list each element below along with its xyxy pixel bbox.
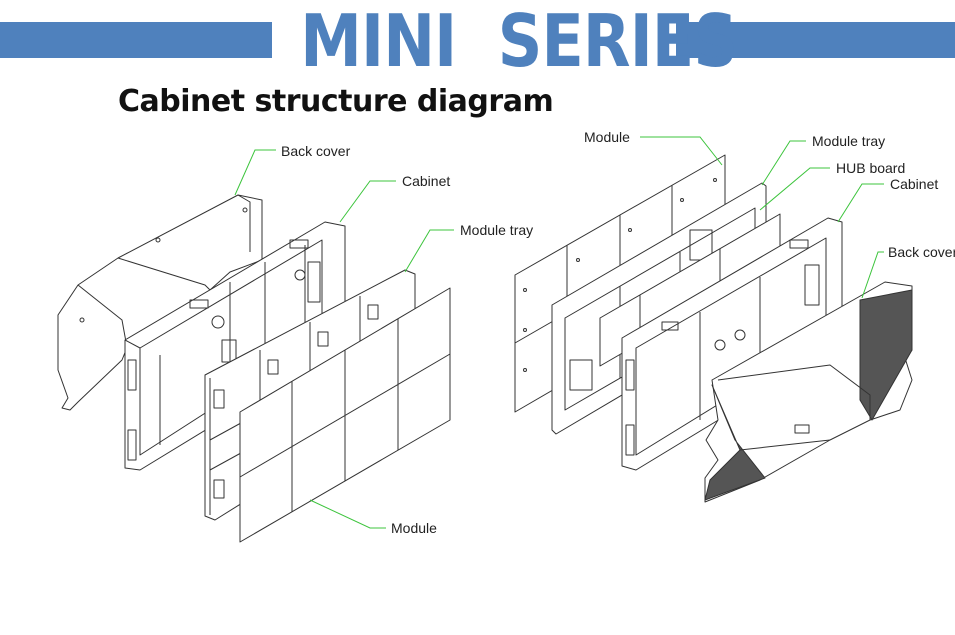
right-label-cabinet: Cabinet <box>890 176 939 192</box>
left-label-cabinet: Cabinet <box>402 173 451 189</box>
header-band-right <box>676 22 955 58</box>
left-module-part <box>239 287 451 543</box>
header-band-left <box>0 22 272 58</box>
right-back-cover-part <box>704 281 913 503</box>
left-label-module-tray: Module tray <box>460 222 534 238</box>
leader-lines <box>234 136 884 529</box>
right-label-hub-board: HUB board <box>836 160 906 176</box>
left-label-back-cover: Back cover <box>281 143 351 159</box>
right-label-back-cover: Back cover <box>888 244 955 260</box>
diagram-subtitle: Cabinet structure diagram <box>118 84 554 119</box>
left-label-module: Module <box>391 520 437 536</box>
right-label-module: Module <box>584 129 630 145</box>
right-label-module-tray: Module tray <box>812 133 886 149</box>
